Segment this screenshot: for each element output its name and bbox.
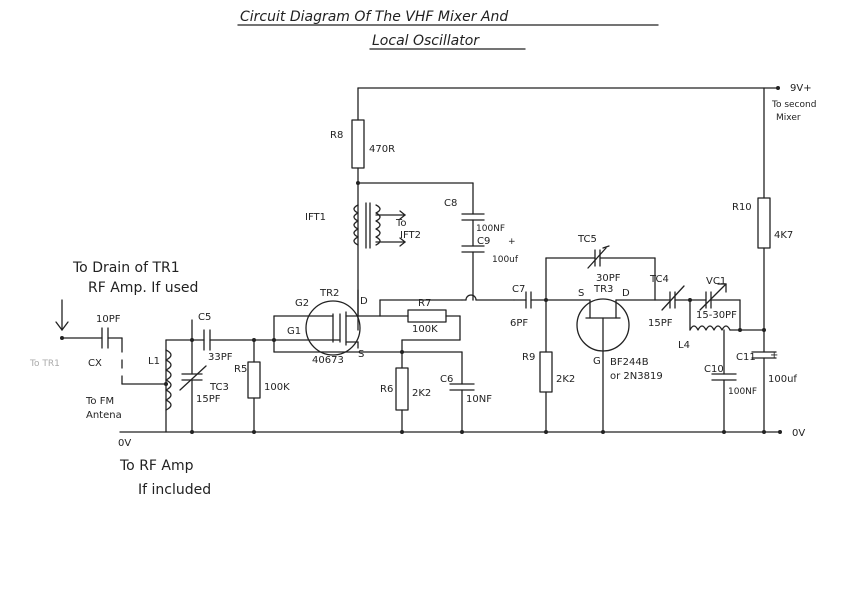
- capacitor-c5: [190, 329, 275, 351]
- tc3-label: TC3: [209, 382, 229, 393]
- tc5-label: TC5: [577, 234, 597, 245]
- supply-label: 9V+: [790, 83, 812, 94]
- capacitor-c11: [751, 351, 777, 433]
- capacitor-c10: [711, 329, 737, 433]
- c5-value: 33PF: [208, 352, 233, 363]
- c8-label: C8: [444, 198, 457, 209]
- tc4-value: 15PF: [648, 318, 673, 329]
- r7-label: R7: [418, 298, 431, 309]
- cx-label: CX: [88, 358, 102, 369]
- tr2-g2-bias-loop: [273, 315, 403, 353]
- r8-value: 470R: [369, 144, 395, 155]
- capacitor-c7: [513, 291, 591, 309]
- rfamp-note-1: To RF Amp: [119, 458, 194, 474]
- to-tr1-label: To TR1: [29, 359, 60, 369]
- l4-label: L4: [678, 340, 690, 351]
- c7-value: 6PF: [510, 318, 528, 329]
- transistor-tr3: [576, 298, 656, 433]
- r5-value: 100K: [264, 382, 290, 393]
- transformer-ift1: [353, 202, 406, 249]
- tr3-s-label: S: [578, 288, 584, 299]
- tr2-d-label: D: [360, 296, 368, 307]
- trimmer-tc5: [544, 245, 656, 302]
- drain-node-wiring: [356, 181, 474, 215]
- ground-nodes: [190, 430, 766, 434]
- c9-plus: +: [508, 237, 516, 247]
- supply-rail: [357, 86, 780, 199]
- r5-label: R5: [234, 364, 247, 375]
- r8-label: R8: [330, 130, 343, 141]
- to-ift2-2: IFT2: [400, 230, 421, 241]
- capacitor-c6: [401, 351, 475, 433]
- resistor-r7: [357, 299, 463, 341]
- title-line-2: Local Oscillator: [372, 33, 480, 49]
- tr2-g1-label: G1: [287, 326, 301, 337]
- tc4-label: TC4: [649, 274, 669, 285]
- c9-label: C9: [477, 236, 490, 247]
- r6-value: 2K2: [412, 388, 431, 399]
- trimmer-tc3: [179, 319, 207, 433]
- tc3-value: 15PF: [196, 394, 221, 405]
- tr2-part: 40673: [312, 355, 344, 366]
- r9-label: R9: [522, 352, 535, 363]
- tc5-value: 30PF: [596, 273, 621, 284]
- resistor-r10: [757, 197, 771, 353]
- to-fm-2: Antena: [86, 410, 122, 421]
- transistor-tr2: [273, 289, 361, 356]
- tank-tc4-vc1-l4: [654, 283, 765, 332]
- tr2-g2-label: G2: [295, 298, 309, 309]
- input-arrow: [55, 299, 69, 331]
- g1-node: [272, 338, 276, 342]
- ground-label-right: 0V: [792, 428, 805, 439]
- r10-value: 4K7: [774, 230, 793, 241]
- ift1-label: IFT1: [305, 212, 326, 223]
- capacitor-c8-c9: [461, 213, 485, 301]
- title-line-1: Circuit Diagram Of The VHF Mixer And: [240, 9, 508, 25]
- resistor-r5: [247, 338, 261, 433]
- c9-value: 100uf: [492, 255, 519, 265]
- input-cap-value: 10PF: [96, 314, 121, 325]
- c11-label: C11: [736, 352, 756, 363]
- c10-value: 100NF: [728, 387, 757, 397]
- tr3-g-label: G: [593, 356, 601, 367]
- tr3-part-1: BF244B: [610, 357, 649, 368]
- resistor-r9: [539, 299, 553, 433]
- resistor-r6: [395, 339, 409, 433]
- tr2-label: TR2: [319, 288, 339, 299]
- c11-value: 100uf: [768, 374, 797, 385]
- r6-label: R6: [380, 384, 393, 395]
- to-fm-1: To FM: [85, 396, 114, 407]
- c6-label: C6: [440, 374, 453, 385]
- drain-note-2: RF Amp. If used: [88, 280, 198, 296]
- vc1-label: VC1: [706, 276, 726, 287]
- tr3-part-2: or 2N3819: [610, 371, 663, 382]
- rfamp-note-2: If included: [138, 482, 211, 498]
- drain-to-c7-wire: [461, 294, 515, 301]
- supply-note-1: To second: [771, 100, 816, 110]
- supply-note-2: Mixer: [776, 113, 801, 123]
- vc1-value: 15-30PF: [696, 310, 737, 321]
- tr3-label: TR3: [593, 284, 613, 295]
- tr3-d-label: D: [622, 288, 630, 299]
- tr2-s-label: S: [358, 349, 364, 360]
- coil-l1: [164, 339, 193, 433]
- r9-value: 2K2: [556, 374, 575, 385]
- to-ift2-1: To: [395, 218, 407, 229]
- c5-label: C5: [198, 312, 211, 323]
- c6-value: 10NF: [466, 394, 492, 405]
- c7-label: C7: [512, 284, 525, 295]
- ground-label-left: 0V: [118, 438, 131, 449]
- r10-label: R10: [732, 202, 752, 213]
- r7-value: 100K: [412, 324, 438, 335]
- drain-note-1: To Drain of TR1: [72, 260, 180, 276]
- c8-value: 100NF: [476, 224, 505, 234]
- capacitor-input-10pf: [60, 327, 167, 385]
- ground-rail: [119, 430, 782, 434]
- c10-label: C10: [704, 364, 724, 375]
- l1-label: L1: [148, 356, 160, 367]
- c11-plus: +: [770, 350, 778, 361]
